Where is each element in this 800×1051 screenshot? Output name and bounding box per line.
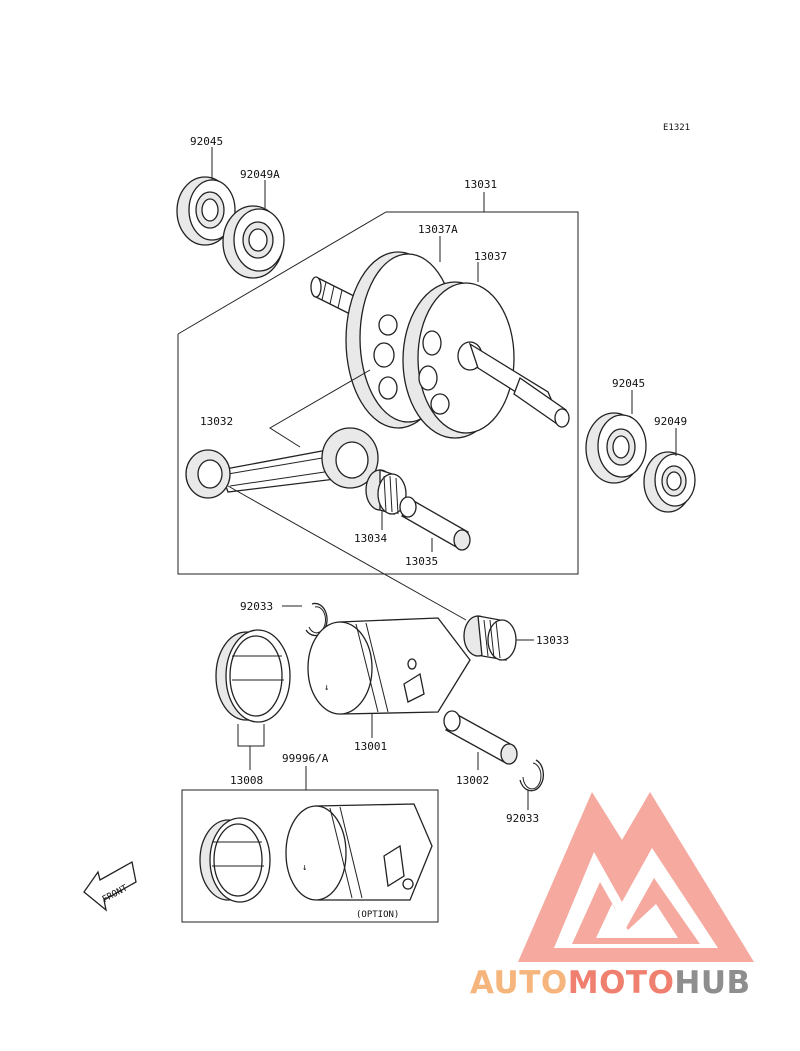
label-13001: 13001 — [354, 740, 387, 753]
option-piston-rings[interactable] — [199, 817, 271, 903]
diagram-code: E1321 — [663, 123, 690, 133]
needle-bearing-13034[interactable] — [365, 469, 407, 515]
piston-pin-13002[interactable] — [443, 710, 518, 765]
label-13035: 13035 — [405, 555, 438, 568]
piston-13001[interactable]: ↓ — [307, 617, 471, 715]
assembly-frame-13031 — [177, 211, 579, 575]
label-13037a: 13037A — [418, 223, 458, 236]
label-92033-top: 92033 — [240, 600, 273, 613]
label-13033: 13033 — [536, 634, 569, 647]
brand-wordmark: AUTOMOTOHUB — [470, 965, 751, 1001]
brand-logo — [518, 792, 754, 962]
label-13002: 13002 — [456, 774, 489, 787]
brand-part-hub: HUB — [674, 965, 750, 1001]
bearing-92045-top[interactable] — [176, 176, 236, 246]
label-13031: 13031 — [464, 178, 497, 191]
label-92049a: 92049A — [240, 168, 280, 181]
label-92045-top: 92045 — [190, 135, 223, 148]
circlip-92033-bottom[interactable] — [519, 759, 544, 792]
label-92049: 92049 — [654, 415, 687, 428]
front-direction-arrow: FRONT — [83, 860, 137, 912]
crankshaft-13037[interactable] — [402, 281, 570, 439]
bearing-92045-right[interactable] — [585, 412, 647, 484]
label-13008: 13008 — [230, 774, 263, 787]
option-frame-99996a — [181, 789, 439, 923]
oil-seal-92049a[interactable] — [222, 205, 285, 279]
label-option: (OPTION) — [356, 910, 399, 920]
option-piston[interactable]: ↓ — [285, 803, 433, 901]
brand-part-moto: MOTO — [568, 965, 675, 1001]
circlip-92033-top[interactable] — [305, 602, 328, 637]
oil-seal-92049[interactable] — [643, 451, 696, 513]
label-99996a: 99996/A — [282, 752, 329, 765]
svg-text:↓: ↓ — [302, 863, 307, 873]
piston-rings-13008[interactable] — [215, 629, 291, 723]
label-92033-bottom: 92033 — [506, 812, 539, 825]
crank-pin-13035[interactable] — [399, 496, 471, 551]
label-13032: 13032 — [200, 415, 233, 428]
needle-bearing-13033[interactable] — [463, 615, 517, 661]
label-92045-right: 92045 — [612, 377, 645, 390]
label-13034: 13034 — [354, 532, 387, 545]
svg-text:↓: ↓ — [324, 683, 329, 693]
label-13037: 13037 — [474, 250, 507, 263]
brand-part-auto: AUTO — [470, 965, 568, 1001]
connecting-rod-13032[interactable] — [185, 427, 379, 499]
